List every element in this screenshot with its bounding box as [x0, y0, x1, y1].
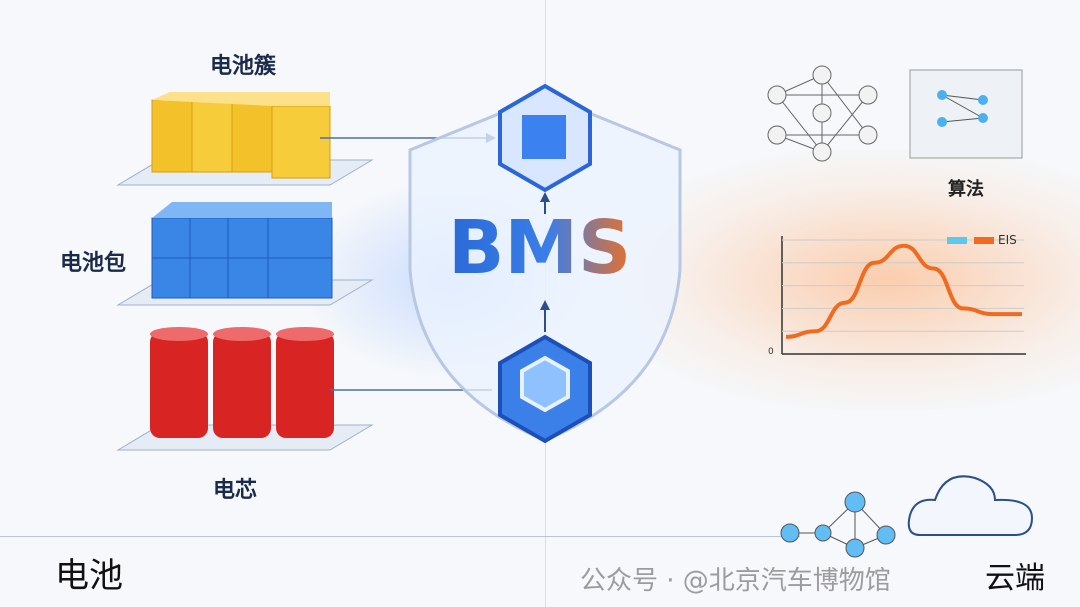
cloud-section-label: 云端 — [985, 561, 1045, 596]
scatter-plot-icon — [909, 69, 1023, 159]
cell-label: 电芯 — [213, 478, 258, 503]
legend-label-eis: EIS — [998, 233, 1017, 247]
algorithm-label: 算法 — [948, 179, 984, 200]
cluster-label: 电池簇 — [210, 54, 277, 79]
divider-horizontal — [0, 536, 800, 537]
pack-label: 电池包 — [60, 251, 127, 276]
legend-swatch-1 — [947, 237, 967, 244]
bms-title: BMS — [448, 205, 632, 291]
battery-section-label: 电池 — [55, 556, 123, 596]
neural-network-icon — [767, 65, 878, 162]
battery-pack-icon — [151, 202, 333, 299]
battery-cell-icon — [150, 327, 334, 438]
watermark: 公众号 · @北京汽车博物馆 — [580, 566, 891, 596]
legend-swatch-eis — [974, 237, 994, 244]
battery-cluster-icon — [151, 92, 331, 179]
cloud-network-icon — [780, 491, 896, 558]
eis-series-line — [785, 243, 1022, 339]
cloud-icon — [907, 475, 1034, 536]
y-tick-0: 0 — [768, 347, 774, 357]
eis-chart — [781, 236, 1026, 355]
